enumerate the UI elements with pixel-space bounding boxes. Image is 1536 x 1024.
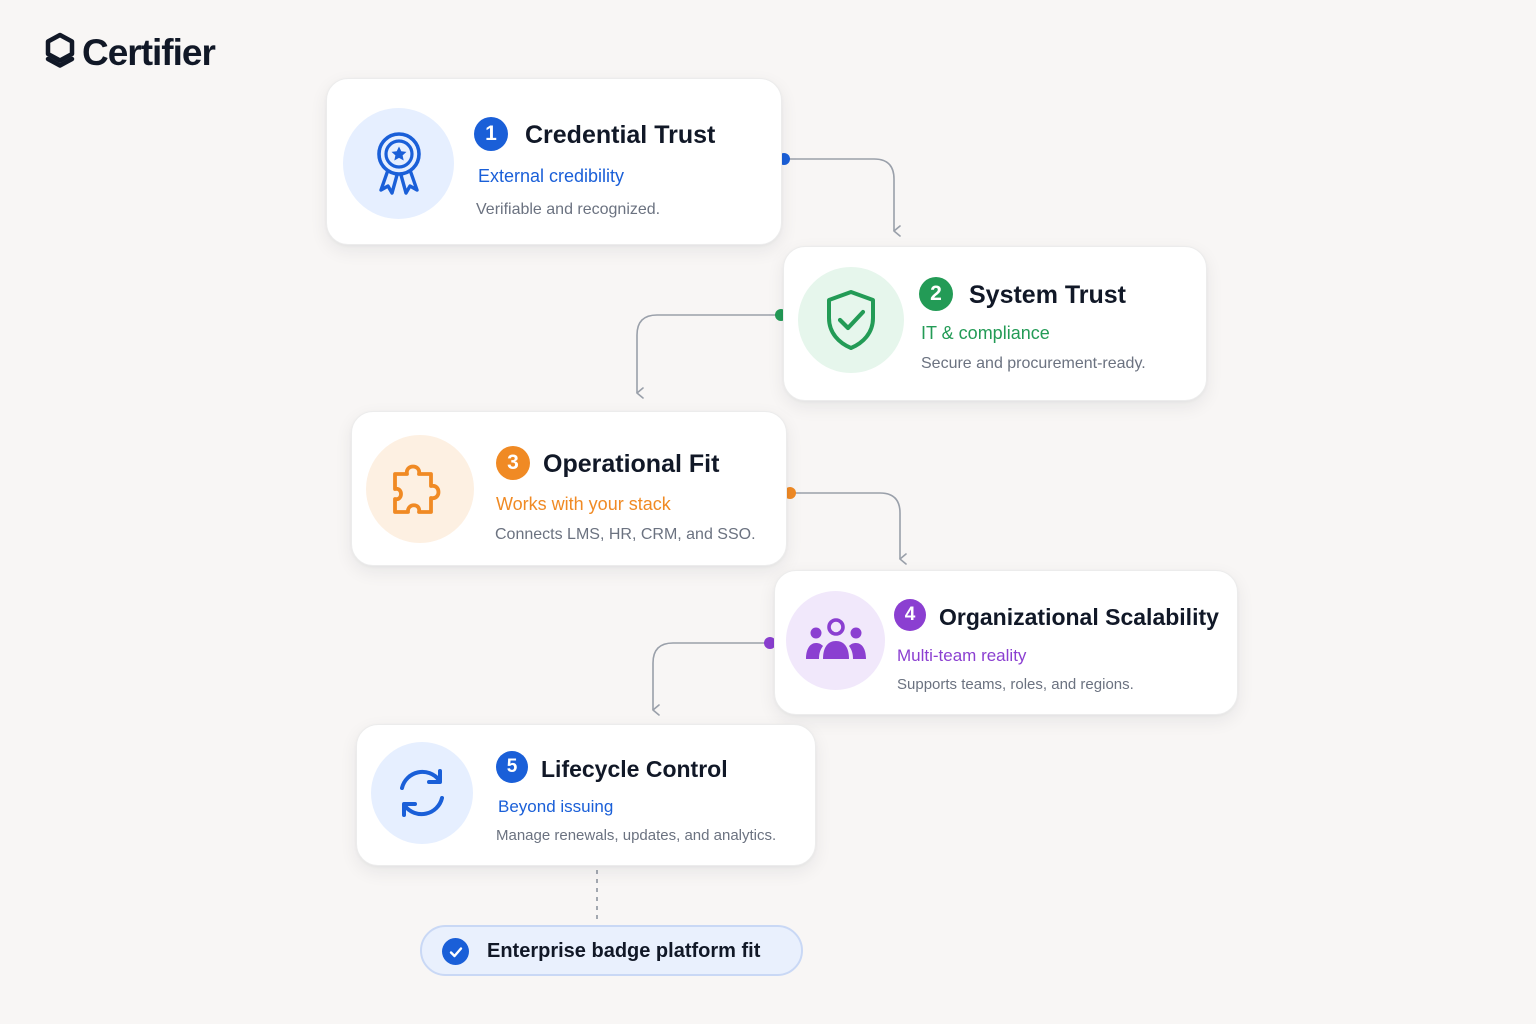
step-card-system-trust: 2 System Trust IT & compliance Secure an… [783, 246, 1207, 401]
step-5-subtitle: Beyond issuing [498, 797, 614, 816]
step-2-description: Secure and procurement-ready. [921, 355, 1146, 372]
step-3-title: Operational Fit [543, 450, 720, 478]
step-4-icon-circle [786, 591, 885, 690]
connector-2-3 [636, 314, 780, 399]
connector-1-2 [784, 158, 901, 237]
outcome-label: Enterprise badge platform fit [487, 940, 761, 962]
connector-dot-4 [764, 637, 776, 649]
step-1-title: Credential Trust [525, 121, 716, 149]
step-3-icon-circle [366, 435, 474, 543]
step-4-description: Supports teams, roles, and regions. [897, 676, 1134, 693]
shield-check-icon [827, 290, 875, 350]
step-1-description: Verifiable and recognized. [476, 201, 661, 218]
step-card-credential-trust: 1 Credential Trust External credibility … [326, 78, 782, 245]
step-2-icon-circle [798, 267, 904, 373]
puzzle-piece-icon [393, 464, 441, 514]
brand-logo: Certifier [44, 32, 216, 74]
step-5-number-badge: 5 [496, 751, 528, 783]
step-3-number-badge: 3 [496, 446, 530, 480]
step-4-number-badge: 4 [894, 599, 926, 631]
step-2-title: System Trust [969, 281, 1127, 309]
step-1-icon-circle [343, 108, 454, 219]
people-group-icon [805, 617, 866, 659]
connector-4-5 [652, 642, 770, 716]
step-2-subtitle: IT & compliance [921, 323, 1050, 343]
step-3-description: Connects LMS, HR, CRM, and SSO. [495, 526, 756, 543]
connector-dot-3 [784, 487, 796, 499]
step-5-icon-circle [371, 742, 473, 844]
step-2-number-badge: 2 [919, 277, 953, 311]
outcome-pill: Enterprise badge platform fit [420, 925, 803, 976]
connector-3-4 [790, 492, 907, 565]
step-4-subtitle: Multi-team reality [897, 646, 1027, 665]
certifier-logo-icon [45, 32, 75, 68]
step-5-description: Manage renewals, updates, and analytics. [496, 827, 777, 844]
step-card-lifecycle-control: 5 Lifecycle Control Beyond issuing Manag… [356, 724, 816, 866]
refresh-cycle-icon [400, 769, 444, 817]
step-card-operational-fit: 3 Operational Fit Works with your stack … [351, 411, 787, 566]
step-1-number-badge: 1 [474, 117, 508, 151]
step-1-subtitle: External credibility [478, 166, 625, 186]
step-5-title: Lifecycle Control [541, 756, 728, 782]
brand-name: Certifier [82, 32, 216, 73]
step-3-subtitle: Works with your stack [496, 494, 671, 514]
check-circle-icon [442, 938, 469, 965]
step-4-title: Organizational Scalability [939, 604, 1219, 630]
step-card-organizational-scalability: 4 Organizational Scalability Multi-team … [774, 570, 1238, 715]
award-ribbon-icon [376, 131, 421, 195]
